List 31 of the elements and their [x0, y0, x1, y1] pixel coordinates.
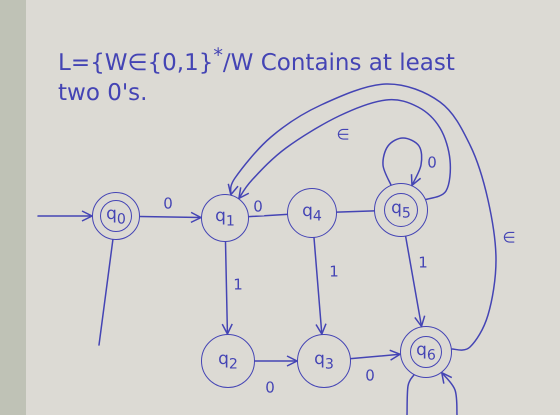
- transition-arrow: [139, 212, 202, 224]
- state-label: q$_{2}$: [218, 350, 238, 372]
- transition-arrow: [221, 241, 233, 335]
- state-label: q$_{1}$: [215, 208, 235, 228]
- transition-arrow: [254, 355, 298, 367]
- state-label: q$_{3}$: [314, 350, 334, 372]
- transition-arrow: [313, 237, 327, 335]
- state-circle: [201, 334, 255, 388]
- state-label: q$_{5}$: [391, 200, 411, 220]
- transition-arrow: [441, 372, 458, 415]
- transition-line: [248, 214, 288, 218]
- transition-arrow: [226, 83, 497, 351]
- transition-arrow: [238, 98, 452, 200]
- transition-arrow: [350, 349, 401, 361]
- transition-line: [336, 210, 375, 213]
- transition-arrow: [404, 236, 426, 328]
- state-label: q$_{0}$: [106, 206, 126, 226]
- edge-label: 0: [252, 198, 264, 216]
- accepting-state-circle: [400, 326, 452, 378]
- transition-line: [406, 374, 415, 415]
- state-circle: [201, 194, 249, 242]
- state-label: q$_{4}$: [302, 202, 322, 224]
- transition-arrow: [382, 137, 422, 186]
- state-circle: [287, 188, 337, 238]
- accepting-state-circle: [374, 183, 428, 237]
- state-circle: [297, 334, 351, 388]
- transition-line: [98, 239, 114, 346]
- transition-arrow: [37, 210, 93, 222]
- title-text: L={W∈{0,1}$^{*}$/W Contains at least two 0's.: [58, 42, 456, 108]
- state-label: q$_{6}$: [416, 342, 436, 362]
- accepting-state-circle: [92, 192, 140, 240]
